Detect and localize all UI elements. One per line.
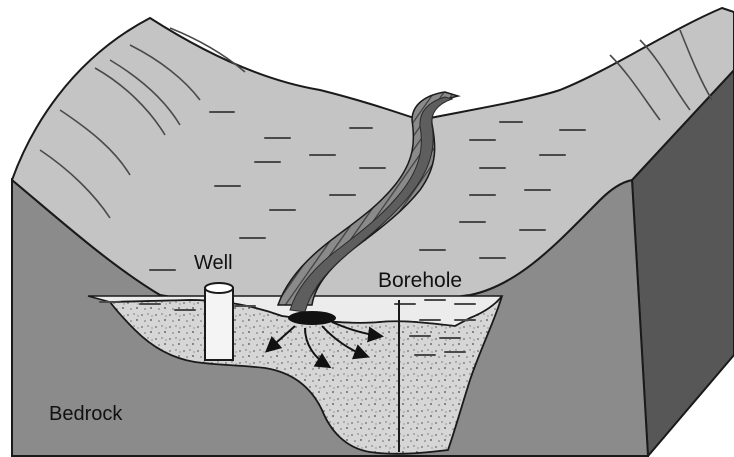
borehole-label: Borehole bbox=[378, 270, 462, 291]
well-label: Well bbox=[194, 253, 233, 273]
bedrock-label: Bedrock bbox=[49, 404, 122, 424]
well bbox=[205, 283, 233, 360]
well-casing bbox=[205, 288, 233, 360]
well-top bbox=[205, 283, 233, 293]
river-pool bbox=[288, 311, 336, 325]
